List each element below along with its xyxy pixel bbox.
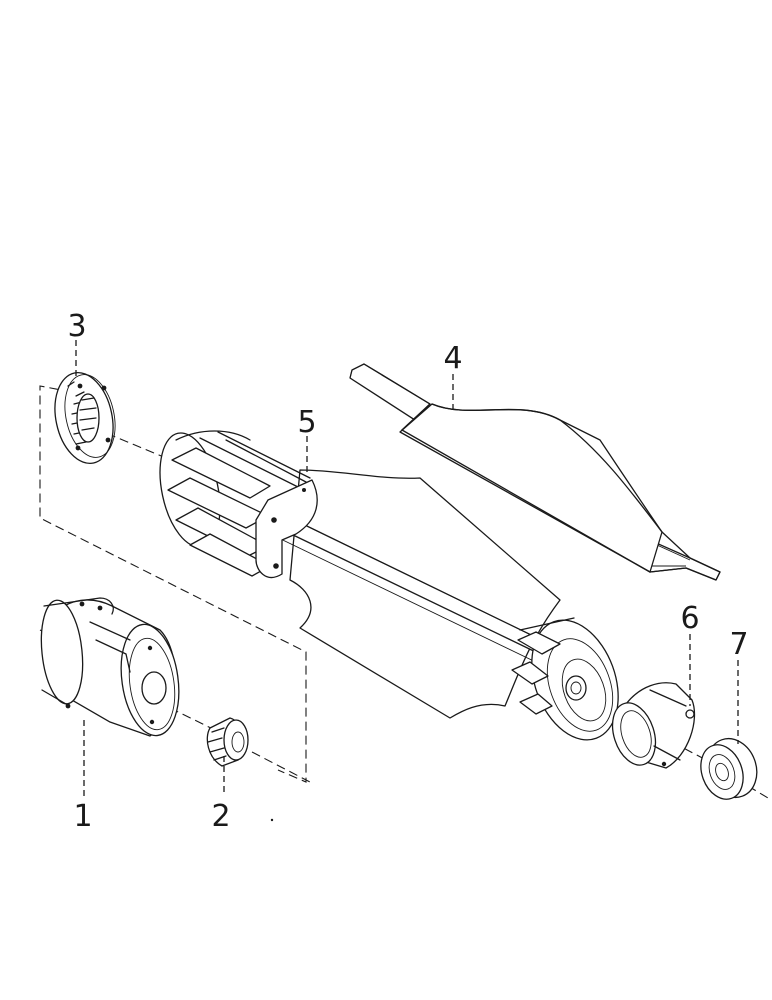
- speck-mark: [270, 818, 274, 822]
- leader-lines: [75, 340, 739, 800]
- callout-labels: 3 4 5 6 7 1 2: [67, 309, 748, 834]
- assembly-bracket: [39, 385, 307, 783]
- part-6-bearing-housing: [611, 682, 696, 769]
- callout-7: 7: [729, 627, 748, 662]
- part-7-bearing: [700, 737, 758, 800]
- part-4-strip: [349, 363, 721, 581]
- part-3-flange-disk: [54, 371, 116, 465]
- part-1-housing: [40, 597, 180, 737]
- part-5-drum: [159, 430, 619, 741]
- callout-6: 6: [680, 601, 699, 636]
- callout-5: 5: [297, 405, 316, 440]
- callout-3: 3: [67, 309, 86, 344]
- callout-2: 2: [211, 799, 230, 834]
- part-2-pulley: [206, 717, 249, 767]
- callout-4: 4: [443, 341, 462, 376]
- callout-1: 1: [73, 799, 92, 834]
